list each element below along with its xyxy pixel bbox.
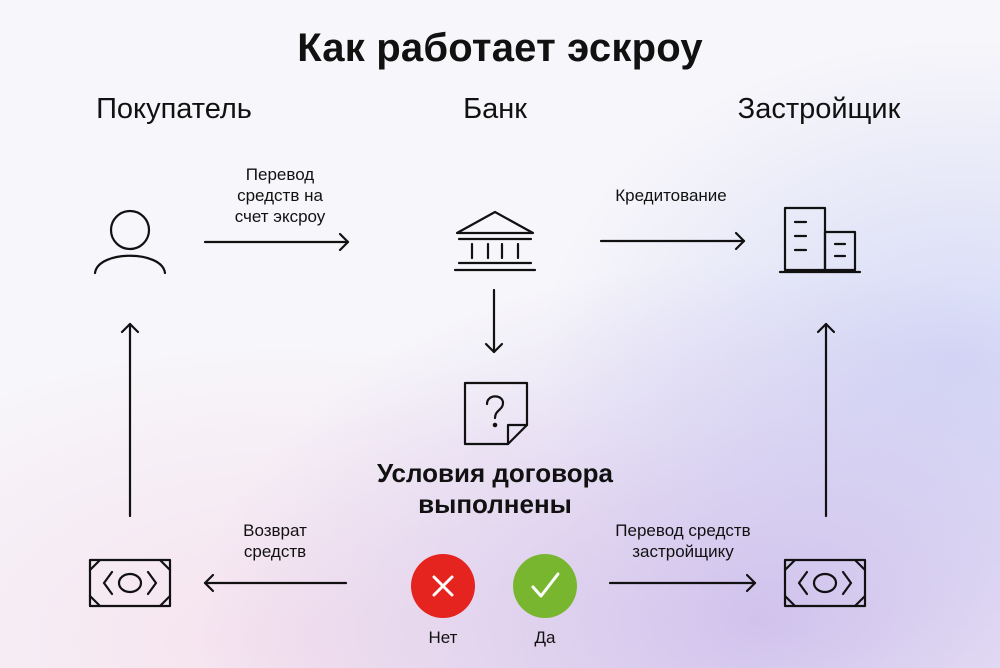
transfer-to-escrow-label: Перевод средств на счет эксроу xyxy=(234,165,326,226)
document-question-icon xyxy=(463,381,529,446)
transfer-to-developer-label: Перевод средств застройщику xyxy=(615,521,751,561)
arrow-buyer-to-bank xyxy=(203,232,350,252)
arrow-yes-to-developer-money xyxy=(608,573,757,593)
money-icon xyxy=(88,558,172,608)
arrow-refund-to-buyer xyxy=(120,322,140,518)
money-icon xyxy=(783,558,867,608)
close-icon xyxy=(432,575,454,597)
bank-heading: Банк xyxy=(463,93,527,125)
arrow-bank-to-document xyxy=(484,288,504,354)
arrow-bank-to-developer xyxy=(599,231,746,251)
user-icon xyxy=(93,209,167,275)
page-title: Как работает эскроу xyxy=(297,26,703,70)
arrow-money-to-developer xyxy=(816,322,836,518)
yes-circle xyxy=(513,554,577,618)
developer-heading: Застройщик xyxy=(737,93,901,125)
yes-label: Да xyxy=(534,628,556,647)
credit-label: Кредитование xyxy=(615,186,727,205)
check-icon xyxy=(531,572,560,598)
contract-conditions-label: Условия договора выполнены xyxy=(376,458,614,519)
bank-icon xyxy=(453,210,537,272)
no-circle xyxy=(411,554,475,618)
no-label: Нет xyxy=(428,628,458,647)
refund-label: Возврат средств xyxy=(243,521,307,561)
buyer-heading: Покупатель xyxy=(96,93,252,125)
buildings-icon xyxy=(778,206,862,274)
arrow-no-to-refund xyxy=(203,573,348,593)
